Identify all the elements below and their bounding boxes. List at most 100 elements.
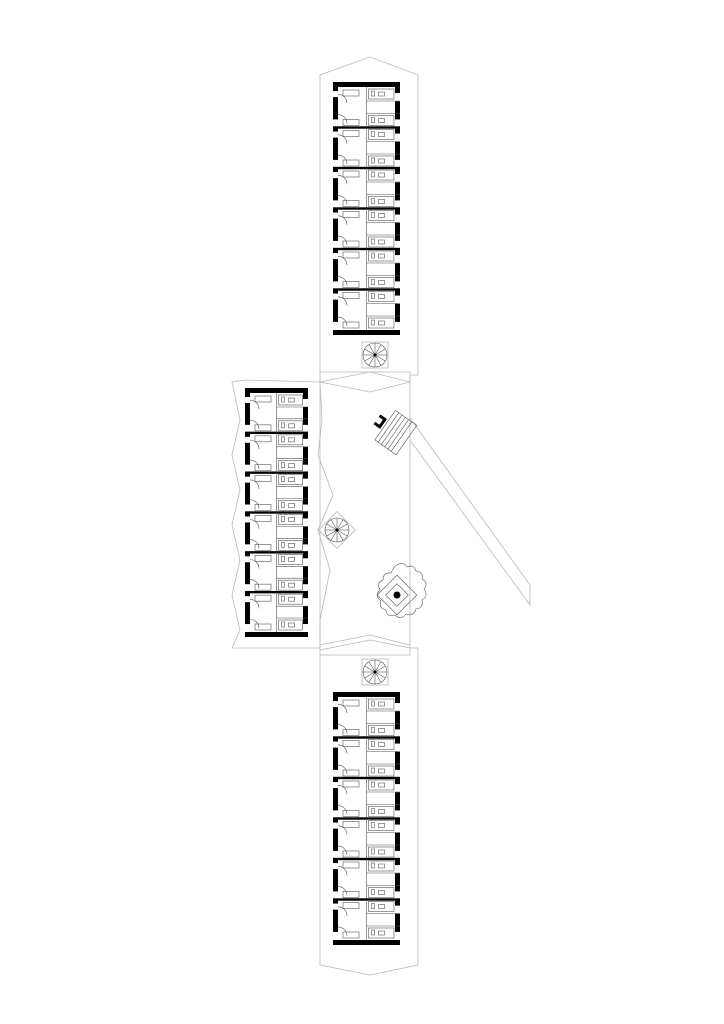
wall <box>395 737 400 744</box>
toilet <box>371 781 375 788</box>
bed <box>342 159 360 167</box>
wall <box>303 472 308 479</box>
door-swing <box>337 235 348 246</box>
sink <box>378 118 385 123</box>
stair-tread <box>336 529 348 537</box>
bathroom <box>368 88 395 100</box>
door-swing <box>249 479 260 489</box>
wall <box>245 562 250 585</box>
sink <box>378 768 385 774</box>
sink <box>288 582 295 588</box>
entry-stair <box>373 409 418 456</box>
door-swing <box>337 174 348 185</box>
bathroom <box>368 901 395 912</box>
wall <box>333 788 338 811</box>
wall <box>333 818 338 823</box>
south-wing-outline <box>319 639 419 976</box>
wall <box>303 526 308 545</box>
bathroom <box>278 619 303 631</box>
bed <box>342 931 360 939</box>
door-swing <box>249 599 260 609</box>
toilet <box>371 157 375 164</box>
bathroom <box>278 540 303 551</box>
wall <box>303 406 308 425</box>
bed <box>254 475 272 482</box>
toilet <box>371 117 375 123</box>
bed <box>342 240 360 248</box>
stair-tread <box>330 529 338 541</box>
wall <box>395 303 400 322</box>
sink <box>378 172 385 178</box>
south-block <box>333 692 400 945</box>
wall <box>333 869 338 892</box>
bed <box>254 555 272 562</box>
bed <box>342 769 360 777</box>
stair-tread <box>326 523 338 531</box>
bed <box>342 699 360 707</box>
toilet <box>371 889 375 895</box>
wall <box>395 141 400 160</box>
sink <box>378 823 385 828</box>
bathroom <box>278 460 303 471</box>
sink <box>378 132 385 137</box>
wall <box>333 692 400 697</box>
wall <box>245 472 250 477</box>
door-swing <box>249 539 260 549</box>
door-swing <box>249 579 260 589</box>
wall <box>333 208 338 213</box>
toilet <box>371 293 375 299</box>
bed <box>254 583 272 591</box>
door-swing <box>337 114 348 124</box>
wall <box>303 446 308 465</box>
wall <box>395 778 400 785</box>
door-swing <box>249 419 260 430</box>
stair-tread <box>374 671 382 683</box>
bed <box>342 821 360 828</box>
stair-tread <box>330 519 338 531</box>
wall <box>303 432 308 439</box>
toilet <box>371 727 375 733</box>
stair-post <box>373 353 377 357</box>
bathroom <box>368 169 395 181</box>
ramp <box>409 417 531 607</box>
bathroom <box>278 394 303 406</box>
bathroom <box>278 554 303 565</box>
party-wall <box>245 431 308 435</box>
door-swing <box>337 784 348 795</box>
wall <box>395 168 400 175</box>
wall <box>395 289 400 296</box>
sink <box>378 239 385 245</box>
bathroom <box>368 860 395 872</box>
toilet <box>281 556 285 562</box>
bathroom <box>278 434 303 446</box>
door-swing <box>337 316 348 327</box>
bed <box>342 130 360 137</box>
toilet <box>281 476 285 482</box>
sink <box>288 596 295 602</box>
bed <box>342 861 360 869</box>
toilet <box>371 741 375 747</box>
stair-tread <box>364 671 376 679</box>
toilet <box>281 462 285 468</box>
wall <box>395 127 400 134</box>
stair-post <box>335 528 339 532</box>
wall <box>245 522 250 545</box>
bed <box>254 395 272 403</box>
tree-trunk <box>393 591 401 599</box>
wall <box>303 592 308 599</box>
wall <box>303 486 308 505</box>
bathroom <box>368 846 395 858</box>
wall <box>303 566 308 585</box>
toilet <box>281 542 285 548</box>
stair-tread <box>374 665 386 673</box>
sink <box>378 904 385 909</box>
wall <box>245 632 308 637</box>
bed <box>342 281 360 288</box>
bathroom <box>368 236 395 248</box>
wall <box>333 899 338 904</box>
bathroom <box>278 514 303 525</box>
stair-tread <box>336 519 344 531</box>
bathroom <box>368 250 395 262</box>
tree <box>376 563 427 619</box>
bathroom <box>278 593 303 605</box>
